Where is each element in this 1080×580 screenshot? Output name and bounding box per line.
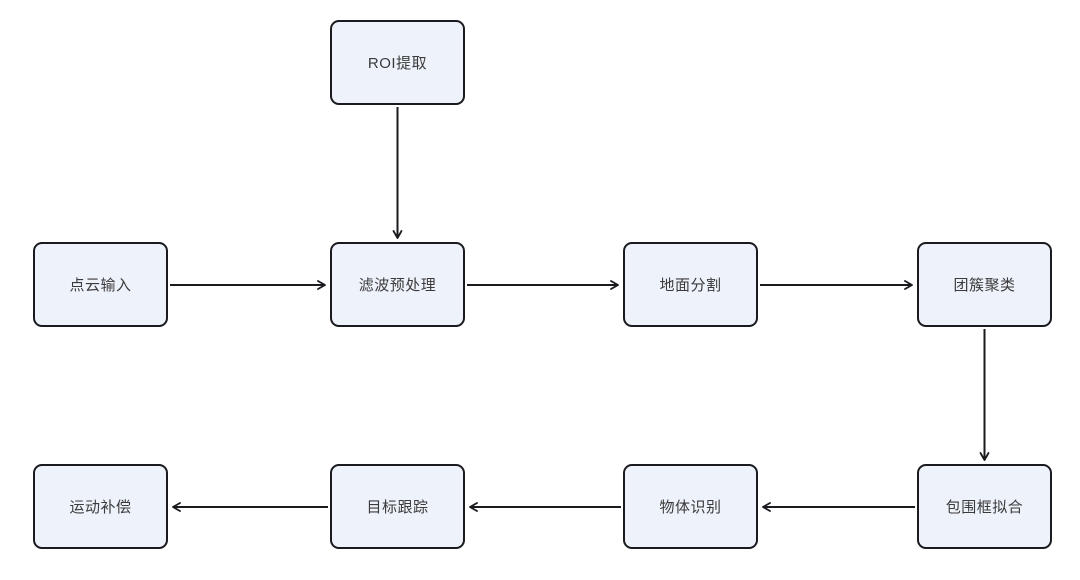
node-roi-extraction: ROI提取 — [330, 20, 465, 105]
node-bounding-box-fitting: 包围框拟合 — [917, 464, 1052, 549]
node-point-cloud-input-label: 点云输入 — [69, 277, 132, 294]
node-point-cloud-input: 点云输入 — [33, 242, 168, 327]
node-target-tracking-label: 目标跟踪 — [366, 499, 429, 516]
node-motion-compensation: 运动补偿 — [33, 464, 168, 549]
node-target-tracking: 目标跟踪 — [330, 464, 465, 549]
node-cluster-clustering: 团簇聚类 — [917, 242, 1052, 327]
node-ground-segmentation-label: 地面分割 — [659, 277, 722, 294]
node-roi-extraction-label: ROI提取 — [367, 55, 428, 72]
node-filter-preprocessing: 滤波预处理 — [330, 242, 465, 327]
node-motion-compensation-label: 运动补偿 — [69, 499, 132, 516]
node-object-recognition: 物体识别 — [623, 464, 758, 549]
node-cluster-clustering-label: 团簇聚类 — [953, 277, 1016, 294]
node-filter-preprocessing-label: 滤波预处理 — [358, 277, 437, 294]
node-ground-segmentation: 地面分割 — [623, 242, 758, 327]
node-object-recognition-label: 物体识别 — [659, 499, 722, 516]
node-bounding-box-fitting-label: 包围框拟合 — [945, 499, 1024, 516]
